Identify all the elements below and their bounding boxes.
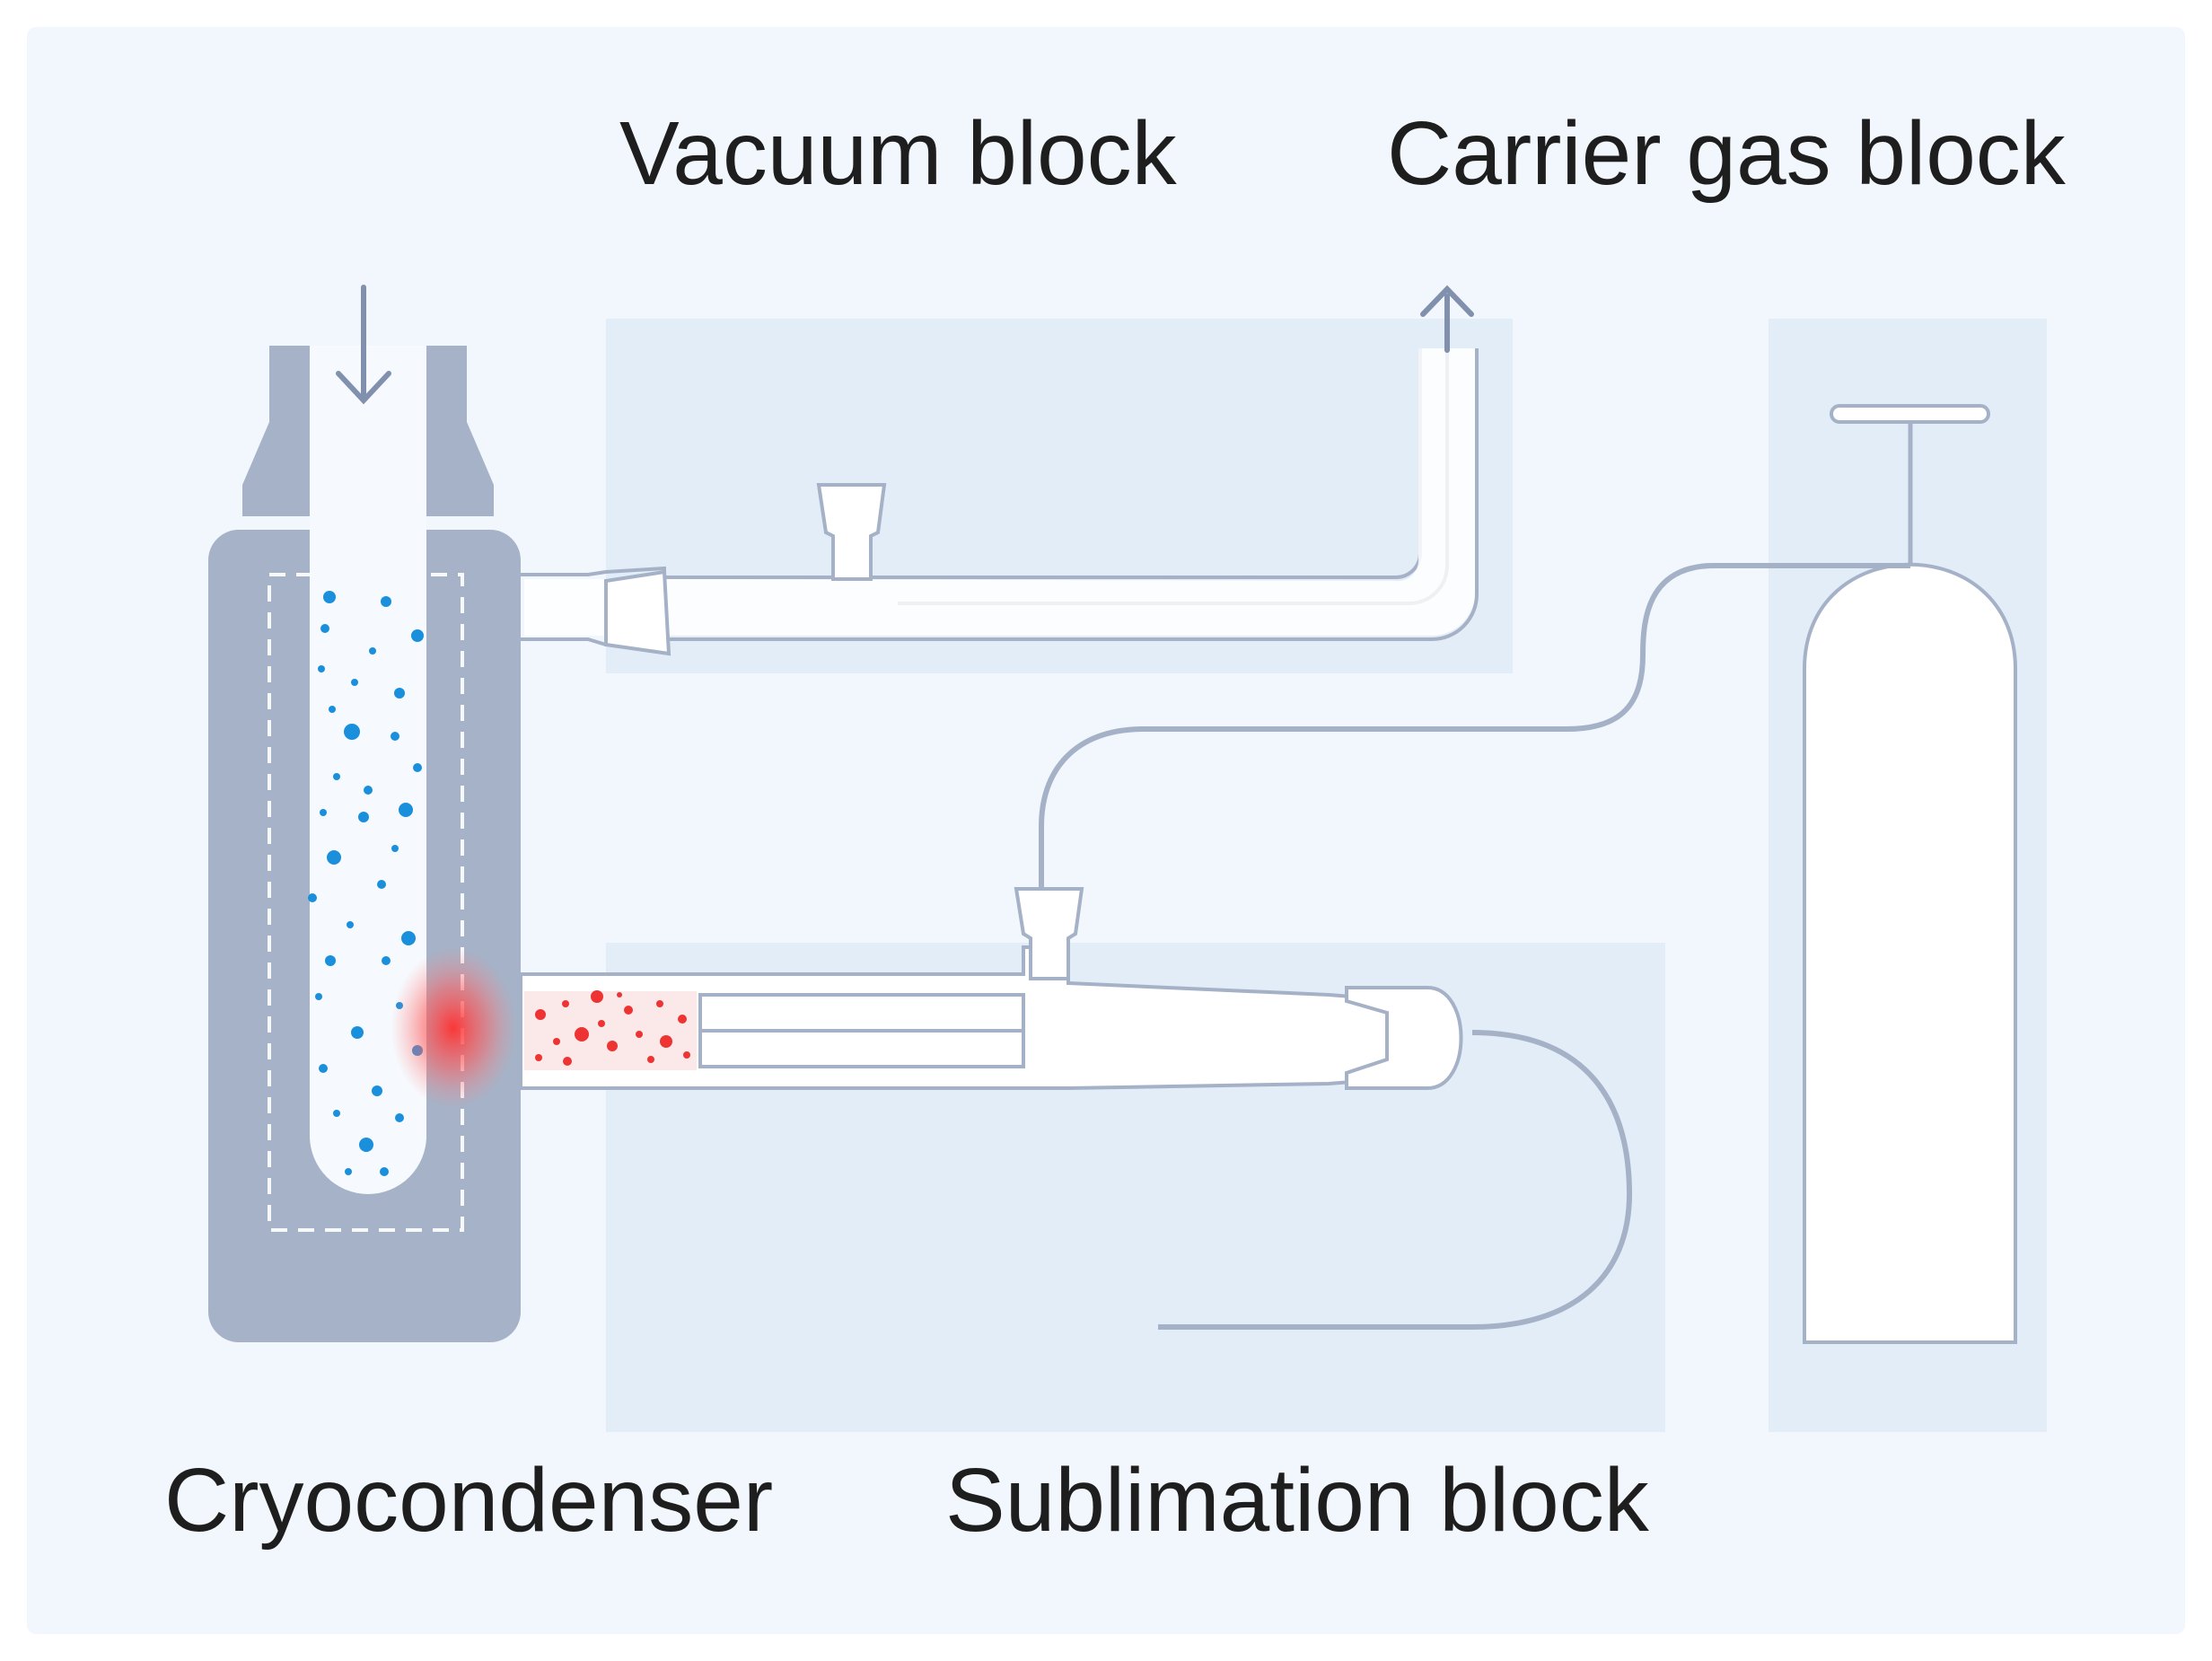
outlet-arrow — [1420, 285, 1474, 353]
exhaust-hose — [1158, 1030, 1633, 1330]
vacuum-valve — [816, 483, 887, 581]
carrier-gas-hose — [1039, 563, 1910, 889]
sublimation-joint — [1345, 986, 1463, 1090]
sublimation-block-label: Sublimation block — [945, 1450, 1650, 1551]
arrow-down-icon — [336, 371, 391, 405]
arrow-up-icon — [1420, 285, 1474, 317]
vacuum-line — [492, 285, 1479, 656]
cryocondenser-label: Cryocondenser — [164, 1450, 773, 1551]
carrier-gas-block-label: Carrier gas block — [1387, 103, 2067, 204]
sample-chamber — [524, 991, 697, 1070]
sublimation-tee-valve — [1014, 887, 1084, 980]
cylinder-handle — [1830, 404, 1990, 424]
cryocondenser — [208, 285, 521, 1342]
inner-tube-particles — [308, 591, 424, 1176]
sample-particles — [535, 990, 690, 1066]
inlet-arrow — [336, 285, 391, 405]
laser-focus-glow — [391, 947, 516, 1109]
cryocondenser-inner-tube — [310, 346, 426, 1194]
vacuum-block-label: Vacuum block — [619, 103, 1178, 204]
cylinder-body — [1803, 562, 2017, 1344]
gas-cylinder — [1039, 404, 2017, 1344]
sublimation-assembly — [391, 887, 1633, 1330]
